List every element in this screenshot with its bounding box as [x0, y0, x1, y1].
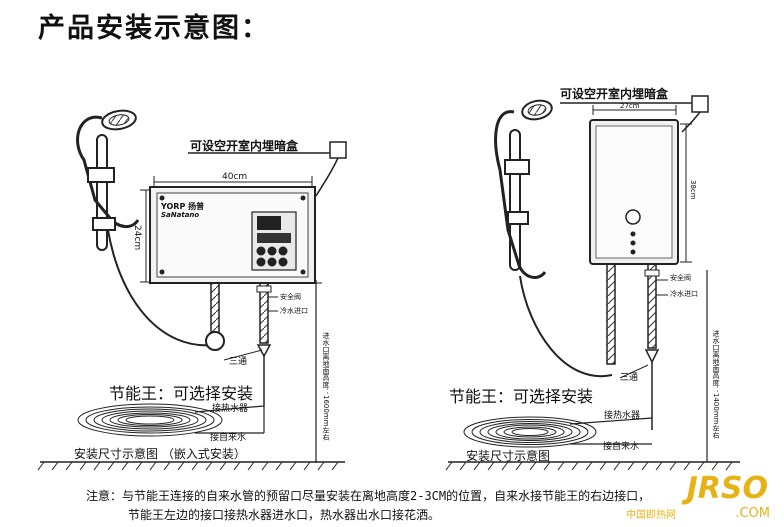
right-shower-arm — [494, 110, 547, 279]
right-shower-slider — [504, 159, 530, 175]
right-connect-tap: 接自来水 — [603, 442, 640, 452]
right-energy-saver: 节能王：可选择安装 — [449, 387, 594, 406]
right-width-label: 27cm — [620, 102, 640, 110]
watermark-com: .COM — [735, 506, 770, 521]
left-connect-tap: 接自来水 — [210, 433, 247, 443]
left-connect-heater: 接热水器 — [212, 404, 249, 414]
left-energy-saver: 节能王：可选择安装 — [109, 384, 254, 403]
right-caption: 安装尺寸示意图 — [466, 449, 551, 463]
watermark-cn: 中国即热网 — [626, 510, 676, 521]
right-cold-pipe — [647, 263, 657, 349]
left-width-label: 40cm — [222, 172, 248, 182]
left-embedded-box-label: 可设空开室内埋暗盒 — [190, 139, 299, 153]
right-hot-pipe — [606, 263, 616, 365]
left-safety-valve: 安全阀 — [280, 293, 301, 301]
note-line-1: 注意：与节能王连接的自来水管的预留口尽量安装在离地高度2-3CM的位置，自来水接… — [86, 489, 651, 503]
left-brand: YORP 扬普 — [161, 202, 205, 211]
page-title: 产品安装示意图： — [38, 13, 270, 44]
left-hot-pipe — [210, 282, 220, 334]
left-shower-slider — [87, 167, 115, 183]
left-embedded-box — [329, 141, 347, 159]
left-energy-coil — [77, 403, 223, 437]
left-height-note: 进水口离地面高度：1600mm左右 — [322, 332, 330, 441]
note-line-2: 节能王左边的接口接热水器进水口，热水器出水口接花洒。 — [128, 508, 441, 522]
left-cold-inlet: 冷水进口 — [280, 307, 308, 315]
right-height-label: 38cm — [689, 180, 697, 200]
left-shower-rail — [96, 134, 108, 251]
right-cold-inlet: 冷水进口 — [670, 290, 698, 298]
right-diagram — [445, 95, 740, 471]
watermark-logo: JRSO 中国即热网 .COM — [626, 471, 776, 523]
right-tee: 三通 — [620, 373, 639, 383]
left-shower-hose — [107, 229, 215, 347]
left-brand-sub: SaNatano — [161, 211, 200, 219]
left-diagram — [37, 109, 347, 471]
left-cold-pipe — [259, 282, 269, 344]
right-shower-rail — [509, 129, 521, 271]
right-shower-hose — [519, 275, 613, 378]
left-caption: 安装尺寸示意图 （嵌入式安装） — [74, 447, 246, 461]
left-tee: 三通 — [229, 357, 248, 367]
right-height-note: 进水口离地面高度：1400mm左右 — [712, 330, 720, 439]
right-embedded-box-label: 可设空开室内埋暗盒 — [560, 87, 669, 101]
watermark-big: JRSO — [686, 471, 768, 506]
right-safety-valve: 安全阀 — [670, 274, 691, 282]
right-connect-heater: 接热水器 — [604, 411, 641, 421]
right-energy-coil — [463, 416, 597, 448]
right-embedded-box — [691, 95, 709, 113]
left-height-label: 24cm — [132, 225, 142, 251]
